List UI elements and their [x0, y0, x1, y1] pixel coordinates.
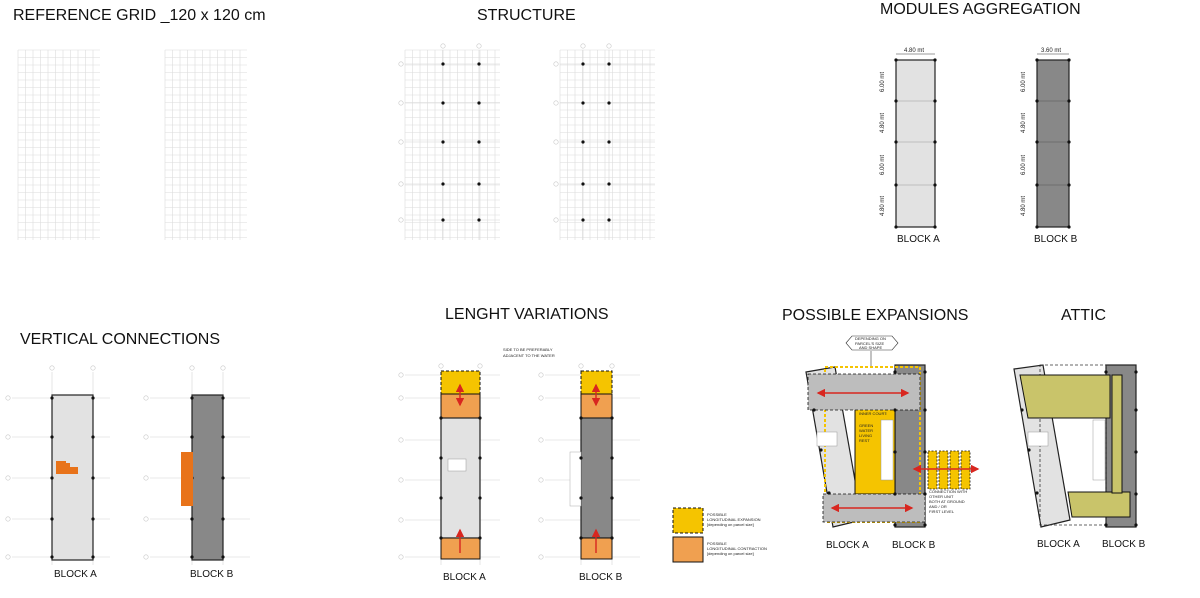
stair-a — [56, 461, 78, 474]
label-block-a-exp: BLOCK A — [826, 540, 869, 551]
vc-block-b: BLOCK B — [181, 394, 234, 580]
label-block-b-attic: BLOCK B — [1102, 539, 1146, 550]
modules-block-b: 3.60 mt 6.00 mt 4.80 mt 6.00 mt 4.80 mt … — [1021, 48, 1078, 245]
court-line1: INNER COURT: — [859, 411, 887, 416]
tag-line3: AND SHAPE — [859, 345, 882, 350]
reference-grid-a — [17, 49, 100, 240]
legend-contraction-swatch — [672, 536, 704, 563]
dim-b-4: 4.80 mt — [1021, 196, 1027, 216]
structure-grid-a — [398, 43, 500, 240]
water-note-line2: ADJACENT TO THE WATER — [503, 353, 555, 358]
legend-expansion-swatch — [672, 507, 704, 534]
court-line4: LIVING — [859, 433, 872, 438]
block-b-module — [1036, 59, 1070, 228]
attic-upper-roof — [1019, 374, 1111, 419]
court-line5: REST — [859, 438, 870, 443]
legend-contraction-line2: LONGITUDINAL CONTRACTION — [707, 546, 767, 551]
stair-b — [181, 452, 193, 506]
title-vertical-connections: VERTICAL CONNECTIONS — [20, 331, 220, 348]
conn-line3: BOTH AT GROUND — [929, 499, 965, 504]
lv-a-body — [440, 417, 481, 539]
lv-b-body — [580, 417, 613, 539]
label-block-b-modules: BLOCK B — [1034, 234, 1078, 245]
dim-b-1: 6.00 mt — [1021, 72, 1027, 92]
expansions-diagram: DEPENDING ON PARCEL'S SIZE AND SHAPE INN… — [805, 335, 980, 551]
vc-block-a: BLOCK A — [50, 394, 97, 580]
vc-block-b-shape — [191, 394, 224, 561]
legend-contraction-line1: POSSIBLE — [707, 541, 727, 546]
title-length-variations: LENGHT VARIATIONS — [445, 306, 609, 323]
legend-contraction-line3: [depending on parcel size] — [707, 551, 754, 556]
reference-grid-b — [164, 49, 247, 240]
upper-bridge — [807, 373, 921, 411]
structure-grid-b — [553, 43, 655, 240]
water-note-line1: SIDE TO BE PREFERABLY — [503, 347, 553, 352]
width-dimension-b: 3.60 mt — [1041, 48, 1061, 54]
label-block-a-lv: BLOCK A — [443, 572, 486, 583]
conn-line1: CONNECTION WITH — [929, 489, 967, 494]
label-block-b-exp: BLOCK B — [892, 540, 936, 551]
attic-diagram: BLOCK A BLOCK B — [1013, 364, 1146, 550]
title-attic: ATTIC — [1061, 307, 1106, 324]
legend: POSSIBLE LONGITUDINAL EXPANSION [dependi… — [672, 507, 767, 563]
dim-b-3: 6.00 mt — [1021, 155, 1027, 175]
width-dimension-a: 4.80 mt — [904, 48, 924, 54]
court-line3: WATER — [859, 428, 873, 433]
block-a-module — [895, 59, 936, 228]
lv-block-a: BLOCK A — [439, 370, 486, 583]
parcel-tag — [845, 335, 899, 351]
tag-line1: DEPENDING ON — [855, 336, 886, 341]
vc-block-a-shape — [51, 394, 94, 561]
court-line2: GREEN — [859, 423, 873, 428]
attic-lower-roof — [1067, 491, 1131, 518]
legend-expansion-line1: POSSIBLE — [707, 512, 727, 517]
title-possible-expansions: POSSIBLE EXPANSIONS — [782, 307, 968, 324]
connection-units — [912, 450, 980, 490]
title-modules-aggregation: MODULES AGGREGATION — [880, 1, 1081, 18]
attic-side-roof — [1111, 374, 1123, 494]
conn-line5: FIRST LEVEL — [929, 509, 955, 514]
lv-b-expansion — [580, 370, 613, 395]
lv-block-b: BLOCK B — [569, 370, 623, 583]
conn-line2: OTHER UNIT — [929, 494, 954, 499]
label-block-a-attic: BLOCK A — [1037, 539, 1080, 550]
legend-expansion-line3: [depending on parcel size] — [707, 522, 754, 527]
title-structure: STRUCTURE — [477, 7, 576, 24]
modules-block-a: 4.80 mt 6.00 mt 4.80 mt 6.00 mt 4.80 mt … — [880, 48, 940, 245]
dim-b-2: 4.80 mt — [1021, 113, 1027, 133]
dim-a-3: 6.00 mt — [880, 155, 886, 175]
conn-line4: AND / OR — [929, 504, 947, 509]
dim-a-1: 6.00 mt — [880, 72, 886, 92]
dim-a-4: 4.80 mt — [880, 196, 886, 216]
legend-expansion-line2: LONGITUDINAL EXPANSION — [707, 517, 761, 522]
label-block-a-modules: BLOCK A — [897, 234, 940, 245]
label-block-b-vc: BLOCK B — [190, 569, 234, 580]
tag-line2: PARCEL'S SIZE — [855, 341, 884, 346]
title-reference-grid: REFERENCE GRID _120 x 120 cm — [13, 7, 266, 24]
label-block-b-lv: BLOCK B — [579, 572, 623, 583]
label-block-a-vc: BLOCK A — [54, 569, 97, 580]
dim-a-2: 4.80 mt — [880, 113, 886, 133]
